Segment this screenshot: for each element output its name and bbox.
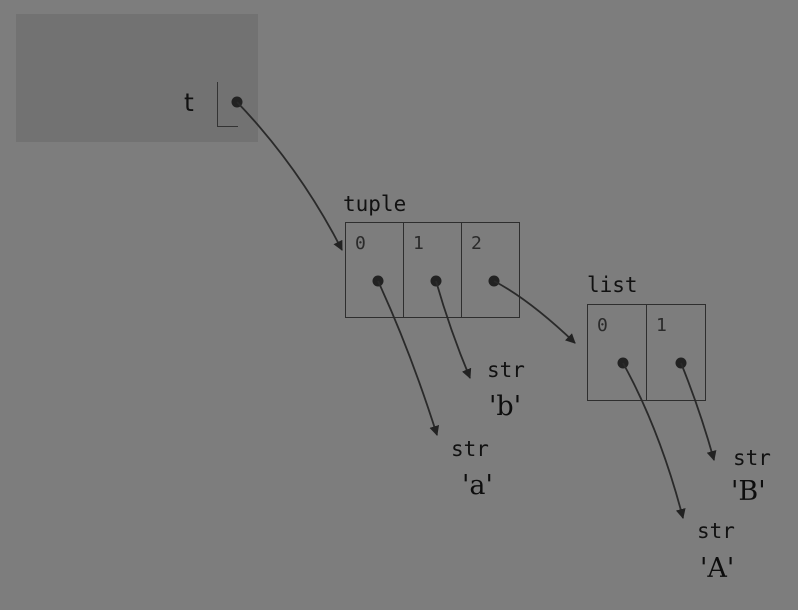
str-B-type-label: str [733, 446, 771, 470]
variable-t-slot [217, 82, 238, 127]
tuple-cell-2: 2 [462, 223, 519, 317]
list-cell-1: 1 [647, 305, 705, 400]
str-B-value: 'B' [731, 476, 766, 507]
list-index-0: 0 [597, 315, 608, 336]
tuple-index-0: 0 [355, 233, 366, 254]
list-object: 0 1 [587, 304, 706, 401]
variable-t-name: t [184, 88, 194, 117]
str-A-type-label: str [697, 519, 735, 543]
list-type-label: list [587, 273, 638, 297]
list-index-1: 1 [656, 315, 667, 336]
str-a-type-label: str [451, 437, 489, 461]
tuple-object: 0 1 2 [345, 222, 520, 318]
str-a-value: 'a' [462, 470, 493, 501]
tuple-type-label: tuple [343, 192, 407, 216]
list-cell-0: 0 [588, 305, 647, 400]
tuple-index-2: 2 [471, 233, 482, 254]
str-b-type-label: str [487, 358, 525, 382]
str-A-value: 'A' [700, 553, 735, 584]
tuple-index-1: 1 [413, 233, 424, 254]
tuple-cell-1: 1 [404, 223, 462, 317]
tuple-cell-0: 0 [346, 223, 404, 317]
str-b-value: 'b' [489, 391, 522, 422]
